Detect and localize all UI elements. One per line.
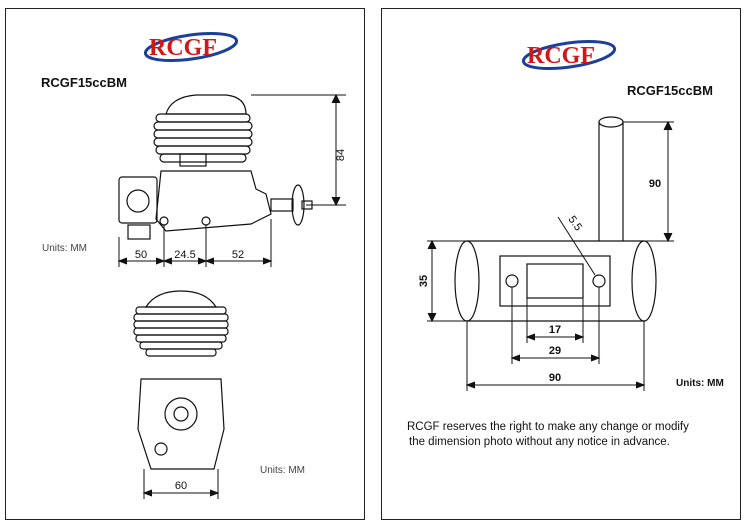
cylinder-fin	[159, 153, 247, 163]
dim-total: 90	[549, 372, 561, 384]
dim-bottom: 60	[175, 480, 187, 492]
page-title: RCGF15ccBM	[627, 83, 713, 98]
muffler-body	[467, 240, 644, 322]
dim-height: 84	[335, 149, 347, 161]
disclaimer-line-1: RCGF reserves the right to make any chan…	[407, 421, 689, 433]
left-drawing-panel: RCGF RCGF15ccBM	[5, 8, 365, 520]
dim-d2: 24.5	[174, 249, 195, 261]
disclaimer-line-2: the dimension photo without any notice i…	[409, 436, 670, 448]
dim-body-h: 35	[418, 275, 430, 287]
front-head	[144, 290, 218, 308]
bolt	[201, 216, 211, 226]
rcgf-logo: RCGF	[143, 32, 239, 62]
page-title: RCGF15ccBM	[41, 75, 127, 90]
rcgf-logo: RCGF	[521, 40, 617, 70]
mount-hole	[505, 274, 519, 288]
shaft-nut	[301, 200, 313, 210]
cylinder-fin	[153, 121, 253, 131]
carb-lower	[127, 224, 151, 240]
carburetor	[118, 176, 158, 224]
stack-top	[598, 116, 624, 128]
cylinder-fin	[153, 137, 253, 147]
cylinder-fin	[153, 129, 253, 139]
cylinder-fin	[155, 113, 251, 123]
dim-mid: 29	[549, 345, 561, 357]
exhaust-port	[179, 153, 207, 167]
dim-hole: 5.5	[566, 214, 585, 233]
bolt	[159, 216, 169, 226]
dim-stack: 90	[649, 178, 661, 190]
dim-d1: 50	[135, 249, 147, 261]
cylinder-fin	[155, 145, 251, 155]
right-drawing-panel: RCGF RCGF15ccBM 90 5.5	[381, 8, 741, 520]
carb-intake	[126, 189, 150, 213]
front-crankcase	[137, 378, 225, 470]
dim-d3: 52	[232, 249, 244, 261]
crankcase	[155, 170, 272, 232]
drive-shaft	[270, 198, 294, 212]
prop-hub	[291, 184, 305, 226]
dim-inner: 17	[549, 324, 561, 336]
units-label: Units: MM	[676, 378, 724, 389]
logo-text: RCGF	[527, 43, 595, 69]
flange	[499, 255, 611, 307]
units-label-top: Units: MM	[42, 243, 87, 254]
exhaust-opening	[526, 263, 584, 299]
units-label-bottom: Units: MM	[260, 465, 305, 476]
mount-hole	[592, 274, 606, 288]
cylinder-head-top	[165, 94, 247, 115]
logo-text: RCGF	[149, 35, 217, 61]
